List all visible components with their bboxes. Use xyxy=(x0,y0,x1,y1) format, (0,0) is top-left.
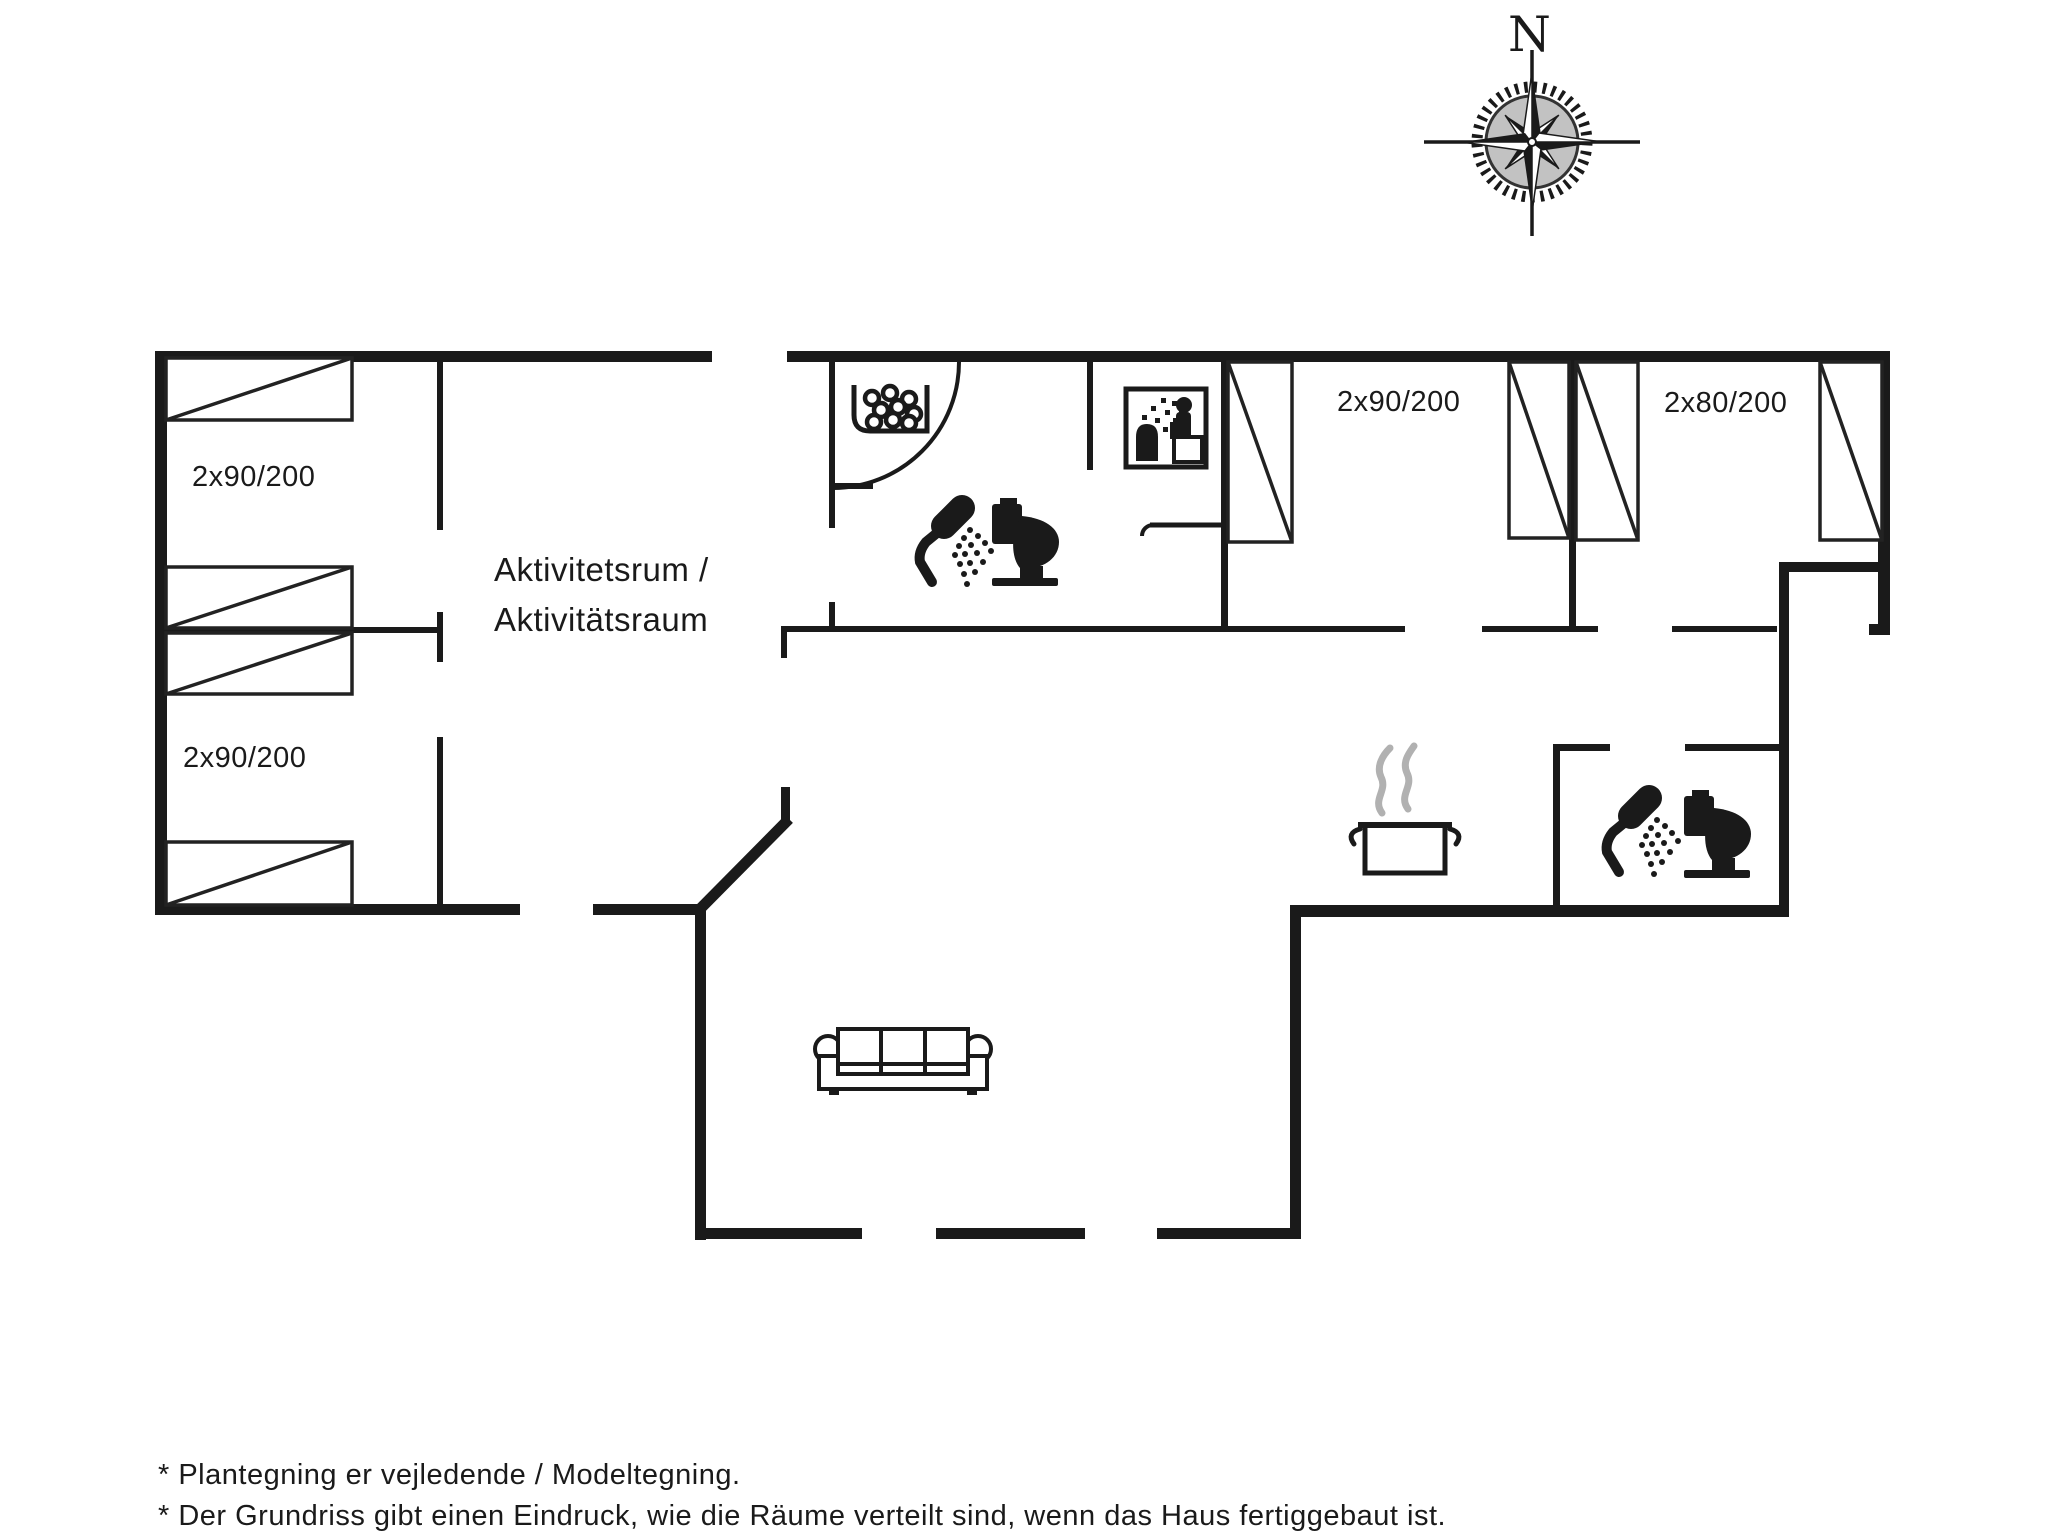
bed-size-label-bottom-left: 2x90/200 xyxy=(183,742,307,774)
wall-corridor-north-a xyxy=(781,626,1405,632)
toilet-icon xyxy=(992,498,1059,586)
wall-leftwing-bottom-b xyxy=(593,904,703,915)
bed-symbol xyxy=(1818,360,1884,542)
bed-symbol xyxy=(164,565,354,630)
compass-rose-icon xyxy=(1424,50,1640,236)
corner-tub-arc xyxy=(832,361,961,490)
wall-right-inner-vertical xyxy=(1779,562,1789,917)
bed-symbol xyxy=(1507,360,1571,540)
toilet-icon xyxy=(1684,790,1751,878)
sofa-icon xyxy=(813,1027,993,1095)
wall-bath2-top-a xyxy=(1553,744,1610,751)
bed-symbol xyxy=(1574,360,1640,542)
wall-bedrooms-activity-b xyxy=(437,612,443,662)
wall-bath1-sauna xyxy=(1087,362,1093,470)
wall-bath2-top-b xyxy=(1685,744,1779,751)
sauna-icon xyxy=(1123,386,1209,470)
wall-corridor-north-b xyxy=(1482,626,1598,632)
shower-icon xyxy=(914,495,994,587)
compass-main-points xyxy=(1461,71,1603,213)
wall-top-right xyxy=(787,351,1890,362)
interior-walls xyxy=(165,358,1779,905)
wall-between-right-bedrooms xyxy=(1569,362,1576,627)
wall-kitchen-south xyxy=(1290,905,1788,917)
activity-room-label-line2: Aktivitätsraum xyxy=(494,601,709,638)
wall-leftwing-bottom-a xyxy=(155,904,520,915)
sauna-door-leaf xyxy=(1140,522,1222,537)
shower-icon xyxy=(1601,785,1681,877)
wall-bedrooms-activity-a xyxy=(437,358,443,530)
activity-room-label-line1: Aktivitetsrum / xyxy=(494,551,709,588)
wall-corridor-north-stub xyxy=(781,626,787,658)
bed-symbol xyxy=(164,631,354,696)
wall-sauna-bedroom xyxy=(1221,362,1228,627)
wall-right-outer-foot xyxy=(1869,624,1890,635)
wall-diagonal xyxy=(695,815,793,914)
wall-closet-bottom xyxy=(1779,562,1886,572)
bed-symbol xyxy=(164,356,354,422)
bed-size-label-right-middle: 2x90/200 xyxy=(1337,386,1461,418)
bed-symbol xyxy=(1226,360,1294,544)
wall-bedrooms-activity-c xyxy=(437,737,443,904)
wall-top-left xyxy=(155,351,712,362)
wall-left xyxy=(155,351,167,915)
wall-bath1-left xyxy=(829,362,835,528)
wall-corridor-north-c xyxy=(1672,626,1777,632)
compass-north-label: N xyxy=(1508,6,1552,63)
activity-room-label: Aktivitetsrum / Aktivitätsraum xyxy=(494,545,709,645)
wall-living-right xyxy=(1290,910,1301,1239)
wall-bath1-stub xyxy=(829,602,835,630)
wall-living-left xyxy=(695,904,706,1240)
wall-living-bottom-a xyxy=(695,1228,862,1239)
wall-between-left-bedrooms xyxy=(165,627,438,633)
whirlpool-icon xyxy=(851,383,930,434)
wall-stub-hall xyxy=(781,787,790,822)
wall-bath2-left xyxy=(1553,744,1560,905)
cooking-pot-icon xyxy=(1348,742,1462,876)
wall-living-bottom-b xyxy=(936,1228,1085,1239)
bed-size-label-top-left: 2x90/200 xyxy=(192,461,316,493)
wall-living-bottom-c xyxy=(1157,1228,1301,1239)
exterior-walls xyxy=(155,351,1890,1240)
bed-symbol xyxy=(164,840,354,907)
bed-size-label-right-far: 2x80/200 xyxy=(1664,387,1788,419)
bed-symbols xyxy=(164,356,1884,907)
footnote-german: * Der Grundriss gibt einen Eindruck, wie… xyxy=(158,1500,1447,1532)
footnote-danish: * Plantegning er vejledende / Modeltegni… xyxy=(158,1459,741,1491)
